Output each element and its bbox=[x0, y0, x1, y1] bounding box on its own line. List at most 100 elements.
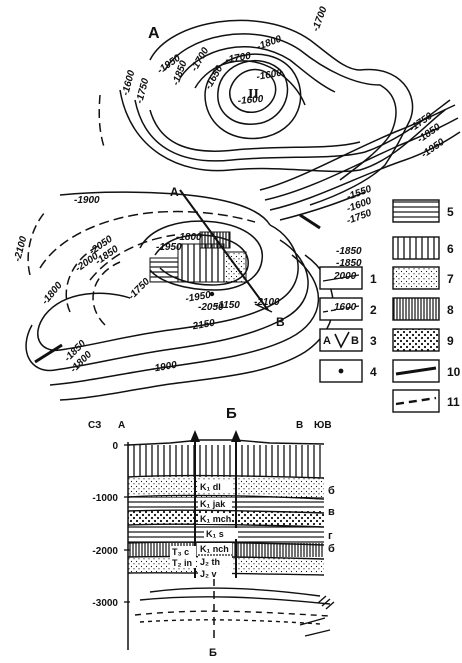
well-bore-right bbox=[231, 430, 241, 578]
formation-label: K₁ s bbox=[206, 529, 224, 539]
contour-label: -1150 bbox=[215, 300, 240, 311]
formation-label: K₁ nch bbox=[200, 544, 229, 554]
formation-label: J₂ v bbox=[200, 569, 217, 579]
contour-line bbox=[149, 109, 361, 152]
contour-label: -1750 bbox=[126, 276, 152, 302]
svg-text:В: В bbox=[351, 335, 359, 347]
contour-line-dashed bbox=[98, 94, 106, 151]
contour-label: -1750 bbox=[134, 77, 151, 105]
legend-swatch bbox=[392, 328, 440, 352]
contour-label: -2100 bbox=[12, 235, 29, 263]
deep-layer-line bbox=[139, 619, 321, 625]
contour-line bbox=[204, 53, 302, 140]
legend-number: 11 bbox=[447, 395, 460, 409]
legend-item-5: 5 bbox=[392, 199, 454, 223]
legend-number: 1 bbox=[370, 272, 377, 286]
legend-item-9: 9 bbox=[392, 328, 454, 352]
legend-swatch bbox=[319, 328, 363, 352]
depth-label: -2000 bbox=[92, 546, 118, 557]
contour-label: -1900 bbox=[74, 195, 100, 206]
legend-swatch bbox=[392, 297, 440, 321]
side-marker: в bbox=[328, 506, 335, 518]
depth-label: -1000 bbox=[92, 493, 118, 504]
contour-line bbox=[134, 99, 451, 162]
legend-swatch bbox=[392, 199, 440, 223]
boundary-line bbox=[127, 509, 325, 514]
contour-label: -1850 bbox=[336, 246, 362, 257]
deep-layer-line bbox=[299, 617, 326, 626]
contour-label: -1600 bbox=[237, 94, 264, 107]
section-right-label: В bbox=[296, 420, 303, 431]
contour-line bbox=[49, 254, 320, 386]
depth-ticks: 0-1000-2000-3000 bbox=[92, 441, 130, 609]
legend-number: 2 bbox=[370, 303, 377, 317]
top-surface bbox=[127, 439, 325, 446]
map-profile-end-label: В bbox=[276, 315, 285, 329]
contour-line bbox=[229, 68, 277, 113]
boundary-line bbox=[127, 523, 325, 528]
contour-line-dashed bbox=[92, 261, 121, 326]
contour-line bbox=[179, 46, 336, 93]
legend-swatch bbox=[392, 266, 440, 290]
contour-line bbox=[139, 220, 263, 291]
contour-line bbox=[59, 191, 271, 226]
contour-line bbox=[119, 89, 446, 173]
contour-label: -1800 bbox=[176, 232, 202, 243]
legend-number: 4 bbox=[370, 365, 377, 379]
formation-label: T₂ in bbox=[172, 558, 192, 568]
deep-layer-line bbox=[149, 587, 321, 597]
side-marker: г bbox=[328, 530, 333, 542]
legend-number: 3 bbox=[370, 334, 377, 348]
svg-text:А: А bbox=[323, 335, 331, 347]
deep-layer-line bbox=[317, 595, 335, 610]
formation-label: K₁ dl bbox=[200, 482, 221, 492]
contour-label: -2100 bbox=[254, 297, 280, 308]
contour-line bbox=[217, 59, 289, 125]
contour-line-dashed bbox=[65, 244, 101, 313]
profile-line: А В bbox=[170, 185, 285, 329]
contour-line bbox=[37, 224, 299, 351]
section-title: Б bbox=[226, 405, 237, 422]
cross-section: Б СЗ А В ЮВ 0-1000-2000-3000 bbox=[88, 405, 335, 659]
section-left-label: А bbox=[118, 420, 125, 431]
svg-text:2000: 2000 bbox=[333, 271, 357, 282]
zone-fine-dots bbox=[223, 251, 247, 283]
contour-label: -1700 bbox=[310, 5, 329, 33]
contour-label: -1850 bbox=[336, 258, 362, 269]
contour-label: -1700 bbox=[225, 51, 253, 66]
legend-number: 7 bbox=[447, 272, 454, 286]
contour-label: -1950 bbox=[156, 242, 182, 253]
contour-line bbox=[154, 234, 249, 286]
fault-line bbox=[34, 343, 63, 364]
contour-line bbox=[194, 60, 306, 106]
contour-line-dashed bbox=[27, 211, 46, 276]
contour-label: -1950 bbox=[185, 290, 213, 305]
contour-label: -1900 bbox=[151, 360, 179, 375]
contour-line bbox=[25, 239, 309, 372]
legend-item-1: 2000 1 bbox=[319, 266, 377, 290]
fault-line bbox=[299, 213, 321, 230]
depth-label: 0 bbox=[112, 441, 118, 452]
section-dir-se: ЮВ bbox=[314, 420, 332, 431]
legend-item-8: 8 bbox=[392, 297, 454, 321]
zone-dense-vertical bbox=[199, 231, 231, 249]
deep-layer-line bbox=[304, 629, 331, 637]
contour-line-dashed bbox=[89, 234, 176, 281]
deep-layer-line bbox=[134, 610, 331, 617]
contour-label: -1800 bbox=[40, 280, 65, 307]
formation-label: T₃ c bbox=[172, 547, 189, 557]
contour-line bbox=[269, 131, 461, 211]
map-profile-start-label: А bbox=[170, 185, 179, 199]
contour-line-dashed bbox=[39, 210, 256, 269]
legend-number: 10 bbox=[447, 365, 461, 379]
structure-map bbox=[25, 19, 461, 401]
legend-number: 5 bbox=[447, 205, 454, 219]
legend-item-11: 11 bbox=[392, 389, 460, 413]
contour-line bbox=[279, 191, 366, 221]
dome-label: II bbox=[248, 87, 259, 102]
well-dot bbox=[209, 291, 215, 297]
formation-label: K₁ jak bbox=[200, 499, 226, 509]
